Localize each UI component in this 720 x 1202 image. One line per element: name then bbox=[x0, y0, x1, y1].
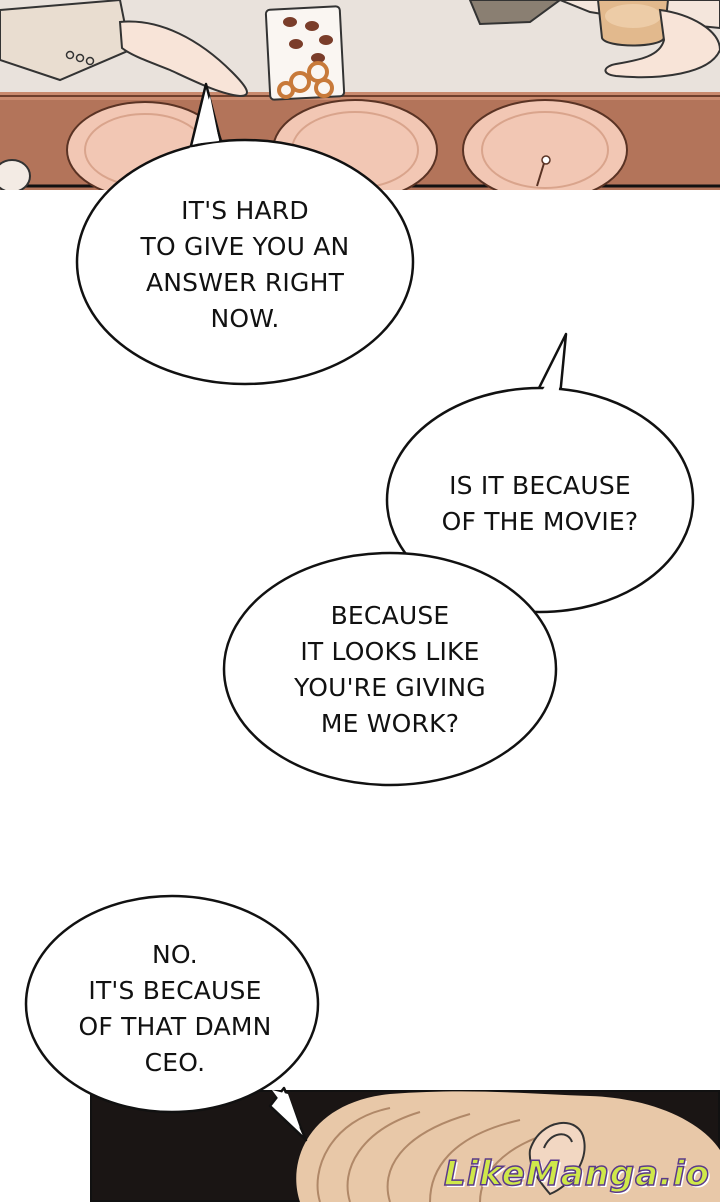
speech-text-4: NO. IT'S BECAUSE OF THAT DAMN CEO. bbox=[78, 940, 272, 1077]
speech-text-1: IT'S HARD TO GIVE YOU AN ANSWER RIGHT NO… bbox=[140, 196, 350, 333]
snack-plate bbox=[264, 5, 346, 101]
speech-text-3: BECAUSE IT LOOKS LIKE YOU'RE GIVING ME W… bbox=[294, 601, 486, 738]
speech-bubble-2 bbox=[385, 332, 695, 614]
speech-bubble-3 bbox=[222, 551, 558, 787]
right-hand-with-glass bbox=[468, 0, 720, 79]
left-hand bbox=[0, 0, 248, 98]
plate-right bbox=[462, 99, 628, 190]
speech-text-2: IS IT BECAUSE OF THE MOVIE? bbox=[441, 471, 639, 536]
speech-bubble-1 bbox=[75, 82, 415, 386]
site-watermark: LikeManga.io bbox=[443, 1153, 710, 1195]
speech-bubble-4 bbox=[24, 894, 320, 1142]
small-cup bbox=[0, 159, 31, 190]
